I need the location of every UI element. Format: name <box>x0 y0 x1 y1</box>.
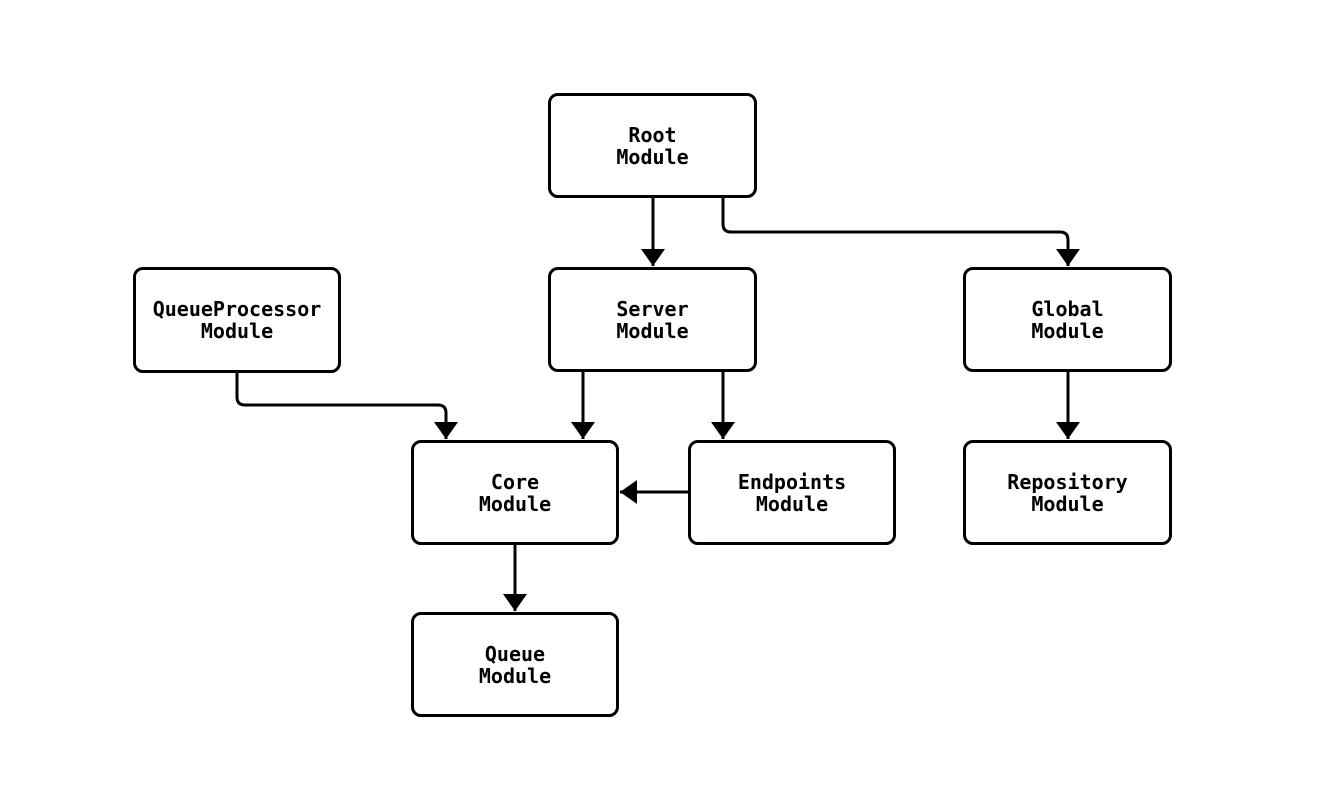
node-root-module: Root Module <box>548 93 757 198</box>
edge-root-to-global <box>721 198 1080 266</box>
node-queue-module: Queue Module <box>411 612 619 717</box>
node-queueprocessor-module: QueueProcessor Module <box>133 267 341 373</box>
node-endpoints-module: Endpoints Module <box>688 440 896 545</box>
node-core-module: Core Module <box>411 440 619 545</box>
node-repository-module: Repository Module <box>963 440 1172 545</box>
edge-queueprocessor-to-core <box>235 373 458 439</box>
node-global-module: Global Module <box>963 267 1172 372</box>
node-server-module: Server Module <box>548 267 757 372</box>
